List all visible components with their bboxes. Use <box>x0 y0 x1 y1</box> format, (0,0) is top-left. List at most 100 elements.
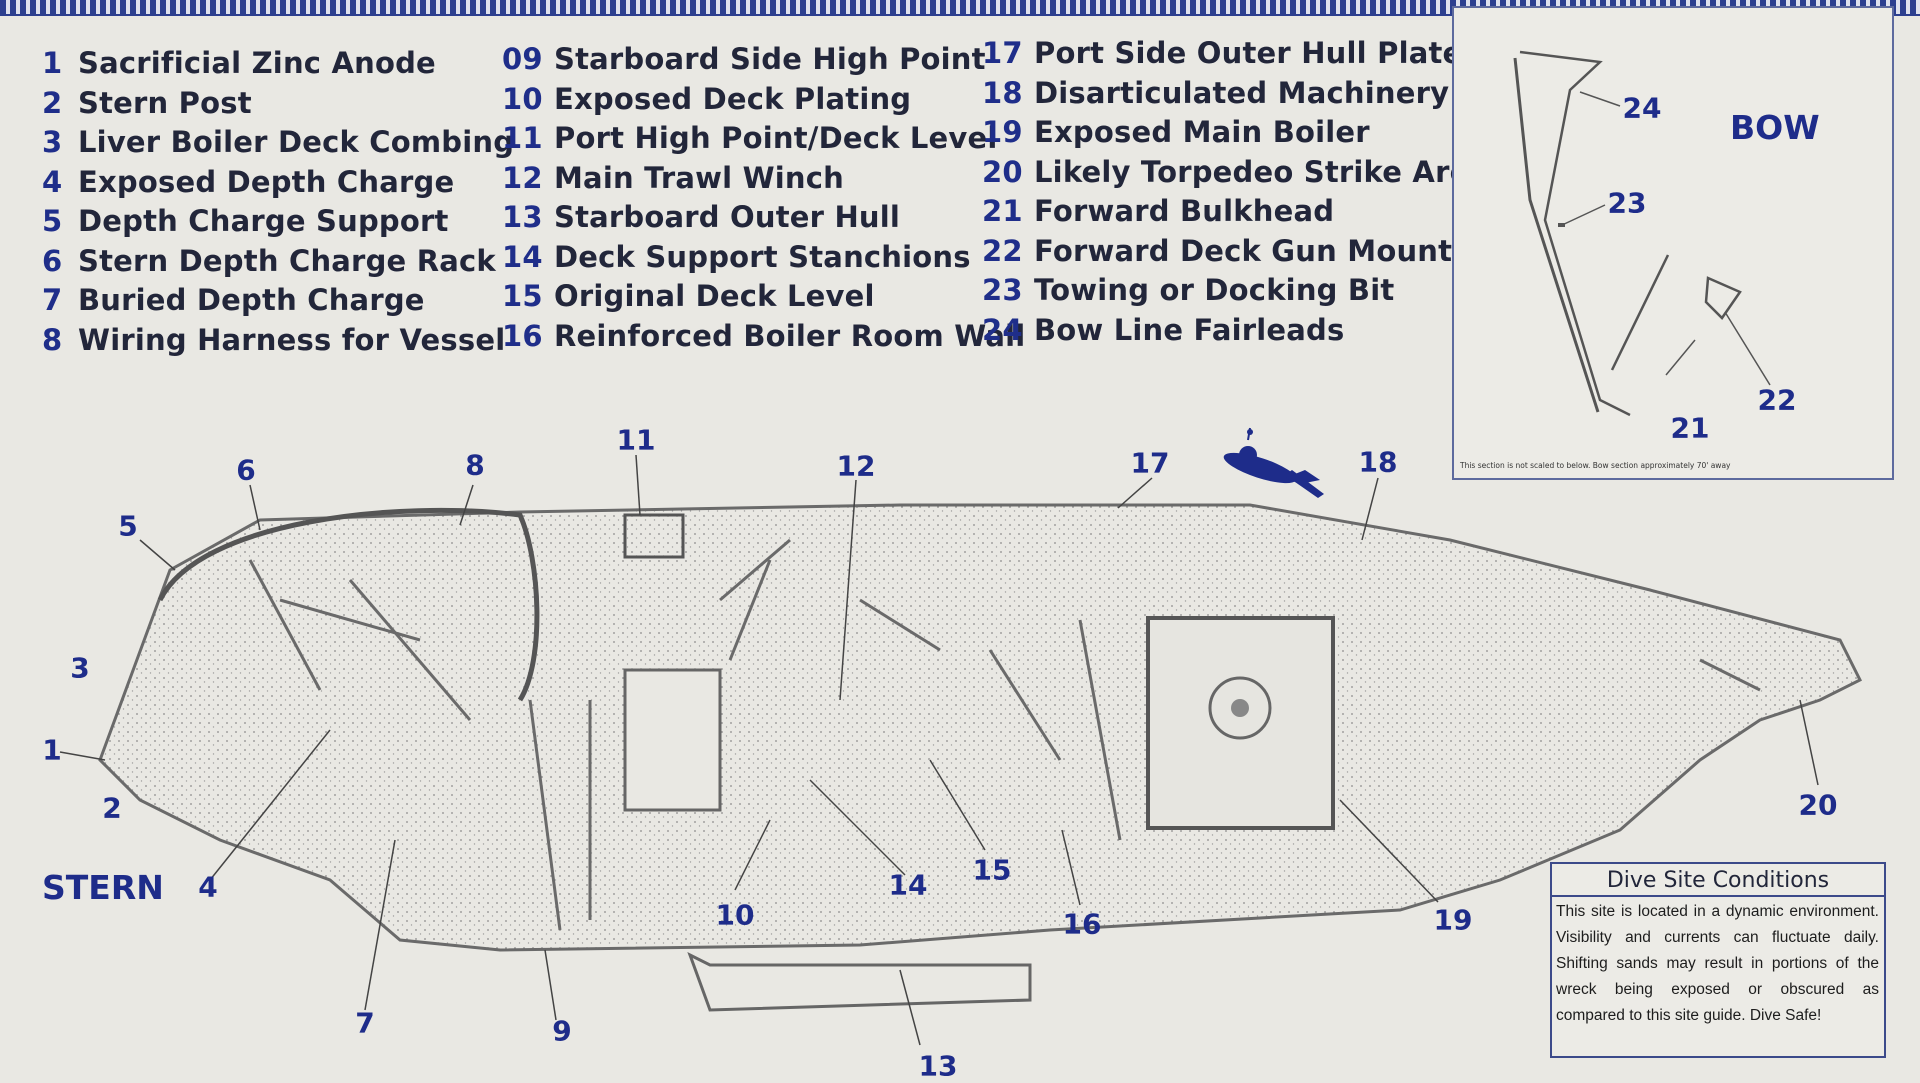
leader-line <box>249 484 261 531</box>
leader-line <box>734 819 771 891</box>
main-hull-sketch <box>98 503 1863 1012</box>
legend-number: 14 <box>502 239 543 274</box>
legend-number: 6 <box>42 243 63 278</box>
legend-item: 1 Sacrificial Zinc Anode <box>42 44 514 84</box>
leader-line <box>1665 339 1696 376</box>
leader-line <box>544 949 557 1021</box>
legend-label: Main Trawl Winch <box>554 160 845 195</box>
leader-line <box>364 839 396 1011</box>
callout-11: 11 <box>616 423 656 457</box>
legend-label: Sacrificial Zinc Anode <box>78 46 436 80</box>
legend-item: 12 Main Trawl Winch <box>502 159 1025 199</box>
legend-number: 12 <box>502 160 543 195</box>
bow-hull-outline <box>1519 50 1631 417</box>
legend-item: 23 Towing or Docking Bit <box>982 271 1489 311</box>
bow-hull-port <box>1513 57 1600 413</box>
leader-line <box>1361 477 1379 541</box>
callout-20: 20 <box>1798 788 1838 822</box>
callout-18: 18 <box>1358 445 1398 479</box>
leader-line <box>1339 799 1439 903</box>
leader-line <box>459 484 474 526</box>
callout-19: 19 <box>1433 903 1473 937</box>
exposed-deck-plate <box>623 668 722 812</box>
callout-6: 6 <box>236 453 256 487</box>
leader-line <box>1061 829 1081 906</box>
inset-caption: This section is not scaled to below. Bow… <box>1460 461 1731 470</box>
stern-rail <box>157 507 540 702</box>
legend-item: 14 Deck Support Stanchions <box>502 238 1025 278</box>
legend-label: Exposed Deck Plating <box>554 81 912 116</box>
legend-number: 13 <box>502 200 543 234</box>
leader-line <box>1117 477 1153 509</box>
legend-number: 24 <box>982 312 1023 347</box>
legend-number: 23 <box>982 273 1023 307</box>
legend-item: 15 Original Deck Level <box>502 277 1025 317</box>
legend-label: Original Deck Level <box>554 279 875 313</box>
bow-label: BOW <box>1730 108 1820 147</box>
legend-item: 17 Port Side Outer Hull Plate <box>982 34 1489 74</box>
legend-label: Buried Depth Charge <box>78 283 425 317</box>
deck-fitting <box>623 513 685 559</box>
legend-number: 15 <box>502 279 543 313</box>
callout-1: 1 <box>42 733 62 767</box>
bow-inset-panel: This section is not scaled to below. Bow… <box>1452 6 1894 480</box>
legend-label: Forward Deck Gun Mount <box>1034 233 1453 268</box>
starboard-outer-hull-sketch <box>687 951 1032 1012</box>
callout-2: 2 <box>102 791 122 825</box>
leader-line <box>809 779 906 876</box>
legend-label: Port Side Outer Hull Plate <box>1034 36 1463 70</box>
legend-label: Wiring Harness for Vessel <box>78 322 506 357</box>
callout-leaders <box>59 454 1819 1046</box>
legend-item: 19 Exposed Main Boiler <box>982 113 1489 153</box>
boiler-hatch-center <box>1231 699 1249 717</box>
leader-line <box>899 969 921 1046</box>
stern-label: STERN <box>42 868 164 907</box>
callout-10: 10 <box>715 898 755 932</box>
main-boiler-sketch <box>1146 616 1335 830</box>
leader-line <box>635 454 641 516</box>
callout-21: 21 <box>1670 411 1710 445</box>
callout-8: 8 <box>465 448 485 482</box>
legend-label: Forward Bulkhead <box>1034 194 1335 228</box>
gun-mount-sketch <box>1704 276 1742 320</box>
legend-number: 17 <box>982 36 1023 70</box>
leader-line <box>1579 91 1621 107</box>
legend-number: 1 <box>42 46 63 80</box>
legend-number: 4 <box>42 164 63 199</box>
callout-5: 5 <box>118 509 138 543</box>
callout-15: 15 <box>972 853 1012 887</box>
leader-line <box>209 729 331 881</box>
legend-number: 22 <box>982 233 1023 268</box>
legend-number: 21 <box>982 194 1023 228</box>
legend-label: Deck Support Stanchions <box>554 239 971 274</box>
callout-13: 13 <box>918 1049 958 1083</box>
dive-site-conditions-box: Dive Site Conditions This site is locate… <box>1550 862 1886 1058</box>
legend-number: 19 <box>982 115 1023 149</box>
legend-label: Exposed Main Boiler <box>1034 115 1370 149</box>
callout-9: 9 <box>552 1014 572 1048</box>
legend-item: 20 Likely Torpedeo Strike Area <box>982 153 1489 193</box>
forward-bulkhead-sketch <box>1610 254 1670 371</box>
legend-number: 20 <box>982 154 1023 189</box>
callout-17: 17 <box>1130 446 1170 480</box>
callout-12: 12 <box>836 449 876 483</box>
callout-3: 3 <box>70 651 90 685</box>
legend-number: 2 <box>42 85 63 120</box>
legend-label: Towing or Docking Bit <box>1034 273 1395 307</box>
conditions-body: This site is located in a dynamic enviro… <box>1556 903 1879 1024</box>
leader-line <box>59 751 106 761</box>
legend-label: Likely Torpedeo Strike Area <box>1034 154 1490 189</box>
legend-label: Disarticulated Machinery <box>1034 75 1450 110</box>
legend-label: Reinforced Boiler Room Wall <box>554 318 1026 353</box>
hull-outline <box>98 503 1863 952</box>
